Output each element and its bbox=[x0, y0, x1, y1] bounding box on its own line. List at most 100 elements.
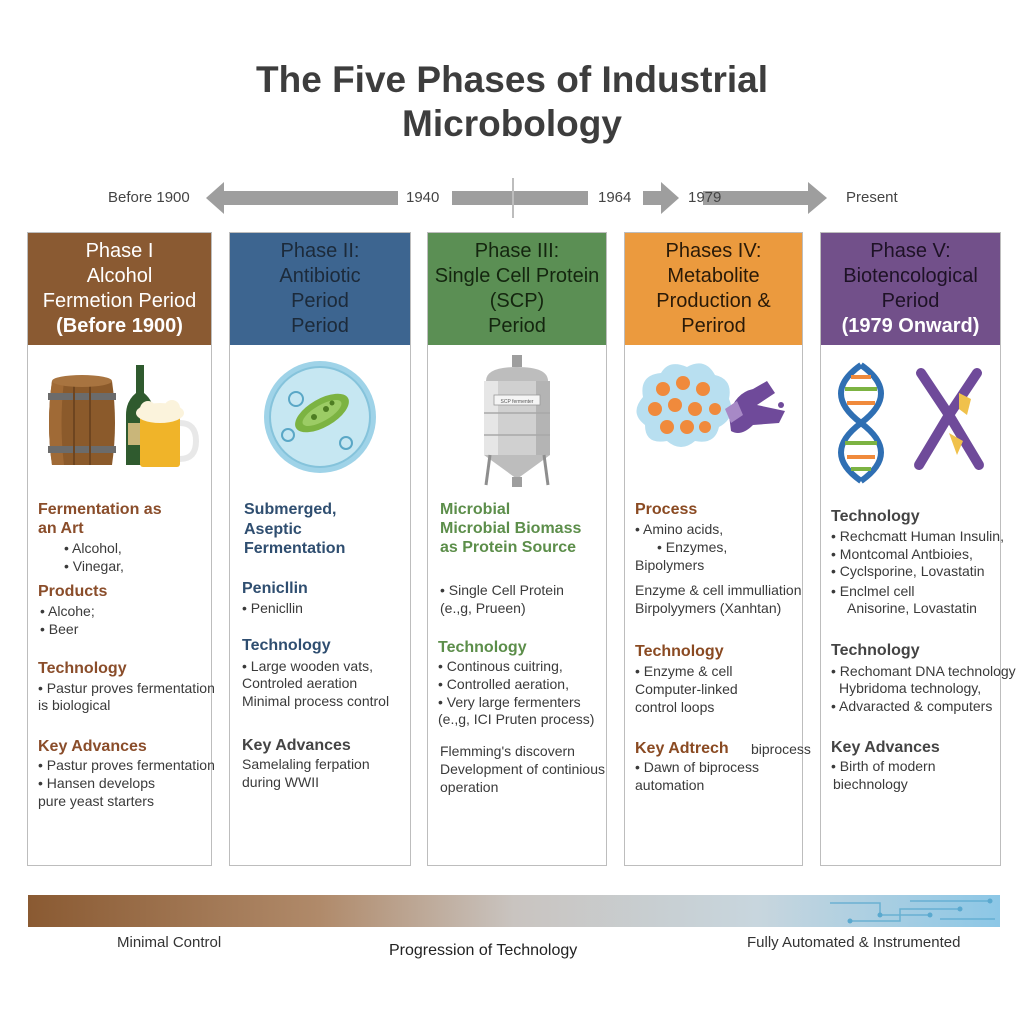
phase-2-item: • Large wooden vats, bbox=[242, 658, 373, 674]
phase-4-item: • Enzymes, bbox=[657, 539, 728, 555]
phase-1-item: pure yeast starters bbox=[38, 793, 154, 809]
phase-1-heading: an Art bbox=[38, 520, 84, 537]
phase-5-heading: Technology bbox=[831, 642, 920, 659]
phase-5-header-line: (1979 Onward) bbox=[841, 315, 980, 337]
phase-2-heading: Penicllin bbox=[242, 580, 308, 597]
phase-2-heading: Key Advances bbox=[242, 737, 351, 754]
phase-2-header-line: Antibiotic bbox=[279, 265, 361, 287]
phase-4-item: • Amino acids, bbox=[635, 521, 724, 537]
phase-1-item: is biological bbox=[38, 697, 111, 713]
barrel-bottle-beer-icon bbox=[48, 365, 200, 467]
phase-2-heading: Aseptic bbox=[244, 521, 302, 538]
phase-1-column: Phase I Alcohol Fermetion Period (Before… bbox=[27, 232, 215, 866]
phase-4-header-line: Perirod bbox=[681, 315, 746, 337]
phase-3-heading: Microbial bbox=[440, 501, 511, 518]
timeline-arrows bbox=[206, 178, 827, 218]
phase-3-column: Phase III: Single Cell Protein (SCP) Per… bbox=[427, 232, 607, 866]
phase-2-item: Controled aeration bbox=[242, 675, 358, 691]
phase-5-item: biechnology bbox=[833, 776, 908, 792]
phase-1-header-line: Fermetion Period bbox=[42, 290, 197, 312]
phase-1-header-line: Phase I bbox=[85, 240, 154, 262]
phase-4-item: Enzyme & cell immulliation bbox=[635, 582, 802, 598]
bottom-label-right: Fully Automated & Instrumented bbox=[747, 934, 961, 951]
phase-5-item: • Cyclsporine, Lovastatin bbox=[831, 563, 985, 579]
phase-1-header: Phase I Alcohol Fermetion Period (Before… bbox=[28, 233, 211, 345]
phase-1-item: • Vinegar, bbox=[64, 558, 124, 574]
phase-4-heading: Process bbox=[635, 501, 698, 518]
phase-1-heading: Key Advances bbox=[38, 738, 147, 755]
phase-3-item: • Very large fermenters bbox=[438, 694, 581, 710]
phase-3-header: Phase III: Single Cell Protein (SCP) Per… bbox=[428, 233, 606, 345]
phase-4-item: Bipolymers bbox=[635, 557, 705, 573]
phase-3-header-line: Period bbox=[488, 315, 546, 337]
phase-4-column: Phases IV: Metabolite Production & Perir… bbox=[624, 232, 811, 866]
phase-3-item: Flemming's discovern bbox=[440, 743, 575, 759]
phase-1-item: • Pastur proves fermentation bbox=[38, 680, 215, 696]
phase-4-item: Birpolyymers (Xanhtan) bbox=[635, 600, 782, 616]
phase-3-header-line: Phase III: bbox=[474, 240, 560, 262]
phase-2-header-line: Period bbox=[291, 290, 349, 312]
phase-3-item: • Single Cell Protein bbox=[440, 582, 564, 598]
timeline-bar-middle bbox=[452, 191, 588, 205]
phase-3-item: • Continous cuitring, bbox=[438, 658, 563, 674]
dna-antibody-icon bbox=[838, 362, 984, 484]
phase-4-item: • Dawn of biprocess bbox=[635, 759, 759, 775]
phase-2-item: Samelaling ferpation bbox=[242, 756, 370, 772]
phase-1-item: • Alcohol, bbox=[64, 540, 122, 556]
bottom-label-left: Minimal Control bbox=[117, 934, 222, 951]
phase-3-item: (e.,g, ICI Pruten process) bbox=[438, 711, 595, 727]
timeline-tick bbox=[512, 178, 514, 218]
timeline-arrow-1964 bbox=[643, 182, 679, 214]
phase-2-header: Phase II: Antibiotic Period Period bbox=[230, 233, 410, 345]
phase-5-header-line: Phase V: bbox=[870, 240, 951, 262]
phase-3-header-line: Single Cell Protein bbox=[434, 265, 600, 287]
phase-5-item: • Advaracted & computers bbox=[831, 698, 993, 714]
phase-4-item: • Enzyme & cell bbox=[635, 663, 733, 679]
technology-progression-bar bbox=[28, 895, 1000, 927]
phase-5-item: • Rechomant DNA technology bbox=[831, 663, 1016, 679]
phase-4-item: automation bbox=[635, 777, 705, 793]
phase-5-heading: Technology bbox=[831, 508, 920, 525]
timeline-label-present: Present bbox=[846, 189, 898, 206]
phase-3-heading: as Protein Source bbox=[440, 539, 577, 556]
phase-5-item: • Enclmel cell bbox=[831, 583, 915, 599]
phase-3-item: • Controlled aeration, bbox=[438, 676, 569, 692]
phase-5-item: • Birth of modern bbox=[831, 758, 936, 774]
phase-2-item: • Penicllin bbox=[242, 600, 303, 616]
phase-1-header-line: (Before 1900) bbox=[56, 315, 183, 337]
phase-5-heading: Key Advances bbox=[831, 739, 940, 756]
title-line-2: Microbology bbox=[402, 103, 622, 144]
bottom-label-center: Progression of Technology bbox=[389, 942, 578, 959]
phase-3-heading: Microbial Biomass bbox=[440, 520, 582, 537]
phase-4-item: control loops bbox=[635, 699, 715, 715]
page-title: The Five Phases of Industrial Microbolog… bbox=[0, 58, 1024, 146]
phase-5-item: • Montcomal Antbioies, bbox=[831, 546, 973, 562]
phase-5-header-line: Biotencological bbox=[843, 265, 978, 287]
phase-2-item: during WWII bbox=[242, 774, 320, 790]
fermenter-tank-icon: SCP fermenter bbox=[484, 355, 550, 487]
title-line-1: The Five Phases of Industrial bbox=[256, 59, 768, 100]
phase-5-item: Hybridoma technology, bbox=[839, 680, 982, 696]
phase-4-heading: Technology bbox=[635, 643, 724, 660]
phase-5-header: Phase V: Biotencological Period (1979 On… bbox=[821, 233, 1000, 345]
phase-5-item: • Rechcmatt Human Insulin, bbox=[831, 528, 1004, 544]
phase-4-header: Phases IV: Metabolite Production & Perir… bbox=[625, 233, 802, 345]
phase-4-header-line: Production & bbox=[656, 290, 771, 312]
phase-1-header-line: Alcohol bbox=[86, 265, 153, 287]
phase-3-item: Development of continious bbox=[440, 761, 605, 777]
phase-5-column: Phase V: Biotencological Period (1979 On… bbox=[820, 232, 1016, 866]
phase-5-header-line: Period bbox=[881, 290, 940, 312]
phase-5-item: Anisorine, Lovastatin bbox=[847, 600, 977, 616]
phase-3-heading: Technology bbox=[438, 639, 527, 656]
phase-4-heading: Key Adtrech bbox=[635, 740, 729, 757]
petri-dish-bacterium-icon bbox=[264, 361, 376, 473]
phase-1-item: • Hansen develops bbox=[38, 775, 155, 791]
phase-2-header-line: Phase II: bbox=[280, 240, 360, 262]
phase-2-item: Minimal process control bbox=[242, 693, 390, 709]
phase-2-header-line: Period bbox=[291, 315, 349, 337]
phase-1-item: • Pastur proves fermentation bbox=[38, 757, 215, 773]
phase-3-item: operation bbox=[440, 779, 499, 795]
tank-label: SCP fermenter bbox=[501, 399, 534, 405]
phase-1-heading: Technology bbox=[38, 660, 127, 677]
phase-1-item: • Beer bbox=[40, 621, 79, 637]
